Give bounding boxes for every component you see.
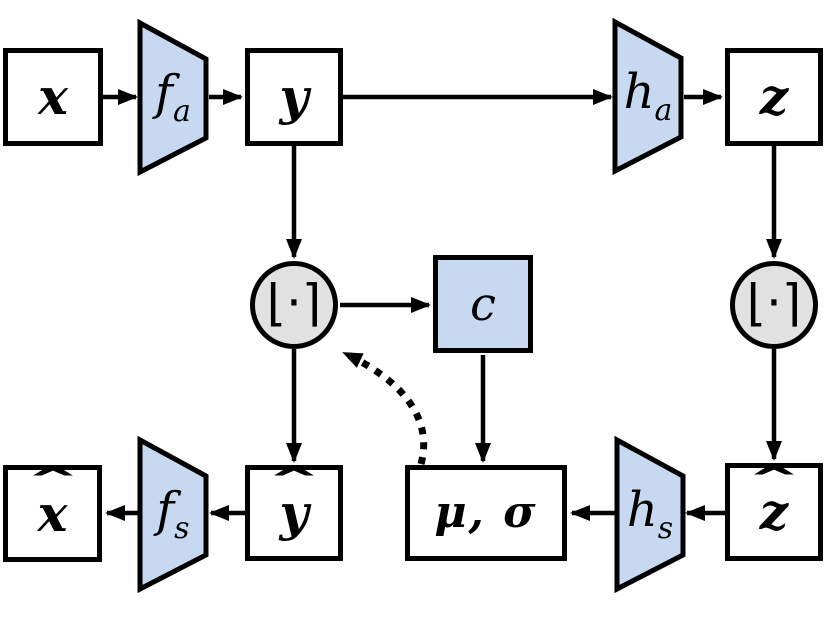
quantizer-right-label: ⌊·⌉	[746, 274, 802, 332]
fs-label: f	[156, 482, 175, 538]
node-entropy-params-mu-sigma: μ, σ	[405, 465, 567, 561]
node-hyper-latent-z: z	[725, 48, 823, 146]
mu-sigma-label: μ, σ	[434, 487, 538, 538]
hs-subscript: s	[657, 511, 674, 546]
zhat-accent: ˆ	[747, 459, 801, 513]
quantizer-right-rounding-icon: ⌊·⌉	[730, 261, 818, 349]
quantizer-left-label: ⌊·⌉	[266, 274, 322, 332]
node-synthesis-fs: fs	[134, 434, 212, 596]
node-analysis-fa: fa	[134, 17, 212, 179]
xhat-accent: ˆ	[25, 461, 80, 515]
arrow-musigma-to-quantizer-dotted	[342, 349, 428, 465]
yhat-accent: ˆ	[267, 460, 321, 514]
yhat-label: y	[279, 483, 309, 542]
y-label: y	[279, 67, 309, 126]
fa-subscript: a	[172, 94, 191, 129]
node-input-x: x	[3, 48, 103, 146]
z-label: z	[759, 67, 789, 126]
x-label: x	[38, 67, 68, 126]
fs-subscript: s	[174, 511, 190, 546]
fa-label: f	[155, 65, 173, 121]
hyper-analysis-transform-shape	[612, 17, 684, 176]
ha-subscript: a	[654, 93, 673, 128]
hyper-synthesis-transform-shape	[614, 435, 686, 594]
node-hyper-analysis-ha: ha	[609, 16, 687, 178]
node-context-c: c	[433, 255, 533, 353]
node-latent-y: y	[245, 48, 343, 146]
xhat-label: x	[37, 483, 68, 543]
analysis-transform-shape	[137, 18, 209, 177]
zhat-label: z	[759, 482, 789, 541]
synthesis-transform-shape	[137, 435, 209, 594]
c-label: c	[470, 277, 496, 331]
ha-label: h	[623, 64, 655, 120]
node-hyper-synthesis-hs: hs	[611, 434, 689, 596]
hs-label: h	[626, 482, 658, 538]
quantizer-left-rounding-icon: ⌊·⌉	[250, 261, 338, 349]
